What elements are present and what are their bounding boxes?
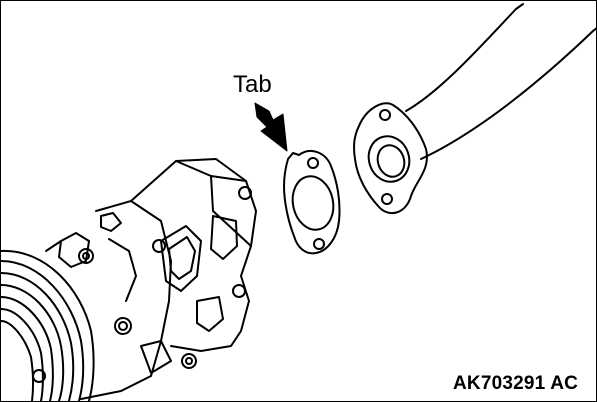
pump-body [32, 200, 197, 400]
pump-housing [130, 158, 257, 352]
figure-code: AK703291 AC [453, 373, 579, 394]
pulley [1, 249, 95, 401]
tab-arrow [254, 102, 288, 152]
pipe [405, 3, 596, 160]
pipe-flange [353, 102, 428, 215]
gasket [283, 150, 341, 255]
tab-label: Tab [233, 71, 272, 98]
